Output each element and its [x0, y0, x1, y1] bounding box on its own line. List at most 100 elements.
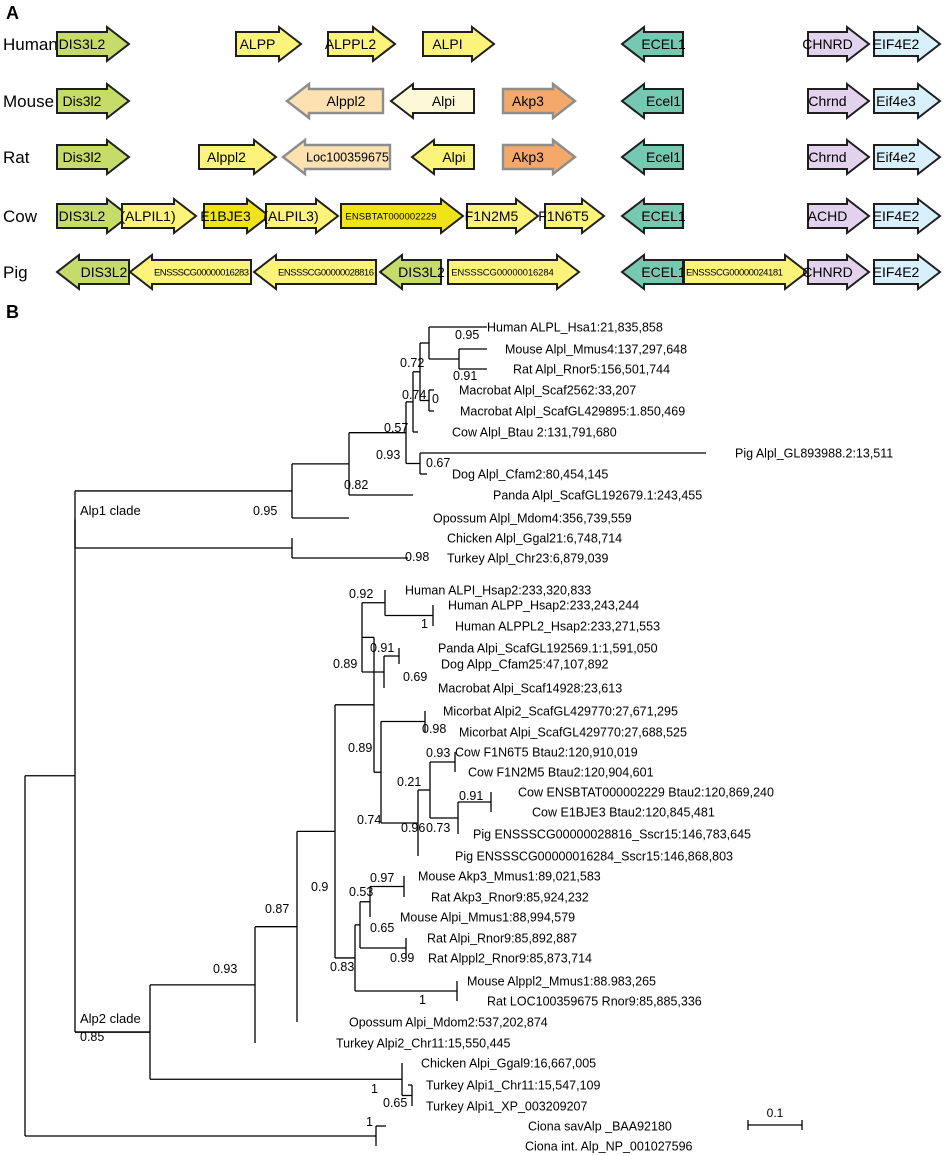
gene-label: ENSBTAT000002229	[345, 211, 436, 222]
support-value: 0.85	[80, 1030, 104, 1044]
gene-arrow	[121, 196, 198, 236]
leaf-label: Turkey Alpi1_XP_003209207	[426, 1100, 588, 1114]
support-value: 0.65	[383, 1096, 407, 1110]
gene-arrow	[389, 81, 475, 121]
gene-arrow	[501, 81, 577, 121]
leaf-label: Macrobat Alpl_ScafGL429895:1.850,469	[460, 405, 685, 419]
gene-arrow	[327, 24, 397, 64]
leaf-label: Cow F1N2M5 Btau2:120,904,601	[468, 766, 654, 780]
leaf-label: Micorbat Alpi_ScafGL429770:27,688,525	[459, 726, 687, 740]
species-label: Cow	[3, 207, 38, 226]
leaf-label: Pig Alpl_GL893988.2:13,511	[735, 447, 893, 461]
gene-arrow	[807, 81, 871, 121]
support-value: 1	[371, 1082, 378, 1096]
support-value: 0.95	[455, 328, 479, 342]
gene-label: ECEL1	[641, 36, 686, 52]
gene-label: Akp3	[512, 149, 544, 165]
gene-arrow	[807, 24, 871, 64]
species-label: Rat	[3, 148, 30, 167]
gene-label: Akp3	[512, 93, 544, 109]
leaf-label: Rat Alpl_Rnor5:156,501,744	[513, 363, 670, 377]
support-value: 0.21	[397, 775, 421, 789]
leaf-label: Turkey Alpl_Chr23:6,879,039	[447, 552, 608, 566]
gene-label: F1N2M5	[465, 208, 519, 224]
leaf-label: Mouse Alppl2_Mmus1:88.983,265	[467, 975, 656, 989]
leaf-label: Mouse Alpi_Mmus1:88,994,579	[400, 911, 575, 925]
support-value: 0.92	[349, 587, 373, 601]
gene-label: Alpi	[432, 93, 455, 109]
leaf-label: Mouse Akp3_Mmus1:89,021,583	[418, 870, 601, 884]
support-value: 0	[432, 392, 439, 406]
gene-label: ALPPL2	[325, 36, 377, 52]
support-value: 0.74	[402, 388, 426, 402]
gene-label: Dis3l2	[63, 93, 102, 109]
gene-arrow	[873, 81, 942, 121]
gene-arrow	[340, 196, 465, 236]
gene-label: ENSSSCG00000016284	[451, 267, 554, 278]
leaf-label: Opossum Alpi_Mdom2:537,202,874	[349, 1016, 548, 1030]
leaf-label: Ciona int. Alp_NP_001027596	[525, 1140, 693, 1154]
leaf-label: Chicken Alpl_Ggal21:6,748,714	[447, 532, 622, 546]
gene-arrow	[378, 252, 442, 292]
support-value: 0.53	[349, 885, 373, 899]
support-value: 0.93	[376, 448, 400, 462]
gene-arrow	[422, 24, 496, 64]
support-value: 0.72	[400, 356, 424, 370]
support-value: 0.98	[422, 722, 446, 736]
gene-label: EIF4E2	[873, 264, 920, 280]
leaf-label: Micorbat Alpi2_ScafGL429770:27,671,295	[443, 705, 678, 719]
gene-label: Eif4e3	[876, 93, 916, 109]
support-value: 0.98	[405, 550, 429, 564]
gene-arrow	[873, 252, 942, 292]
gene-label: DIS3L2	[398, 264, 445, 280]
support-value: 1	[366, 1115, 373, 1129]
gene-arrow	[620, 196, 684, 236]
support-value: 0.97	[370, 871, 394, 885]
gene-arrow	[55, 252, 130, 292]
leaf-label: Dog Alpl_Cfam2:80,454,145	[452, 468, 608, 482]
gene-arrow	[807, 252, 871, 292]
leaf-label: Human ALPP_Hsap2:233,243,244	[448, 599, 639, 613]
support-value: 0.82	[344, 478, 368, 492]
leaf-label: Cow E1BJE3 Btau2:120,845,481	[532, 806, 715, 820]
gene-label: Alpi	[442, 149, 465, 165]
support-value: 0.89	[333, 657, 357, 671]
leaf-label: Panda Alpl_ScafGL192679.1:243,455	[493, 489, 702, 503]
gene-label: DIS3L2	[59, 36, 106, 52]
gene-arrow	[447, 252, 581, 292]
leaf-label: Dog Alpp_Cfam25:47,107,892	[441, 658, 609, 672]
gene-arrow	[807, 137, 871, 177]
gene-arrow	[620, 252, 684, 292]
support-value: 0.91	[370, 641, 394, 655]
gene-label: Chrnd	[808, 149, 846, 165]
gene-arrow	[56, 196, 131, 236]
leaf-label: Ciona savAlp _BAA92180	[528, 1120, 672, 1134]
leaf-label: Turkey Alpi1_Chr11:15,547,109	[426, 1079, 600, 1093]
scale-bar-label: 0.1	[767, 1106, 784, 1120]
gene-label: Ecel1	[646, 149, 681, 165]
alp1-clade-label: Alp1 clade	[80, 503, 141, 518]
gene-arrow	[807, 196, 871, 236]
gene-label: CHNRD	[802, 36, 853, 52]
alp2-clade-label: Alp2 clade	[80, 1011, 141, 1026]
gene-arrow	[235, 24, 303, 64]
gene-arrow	[620, 24, 684, 64]
gene-label: F1N6T5	[538, 208, 589, 224]
gene-arrow	[265, 196, 340, 236]
leaf-label: Human ALPI_Hsap2:233,320,833	[405, 584, 591, 598]
gene-arrow	[620, 137, 684, 177]
tree-branches	[24, 326, 706, 1146]
gene-label: ALPP	[240, 36, 276, 52]
support-value: 0.96	[401, 821, 425, 835]
leaf-label: Cow F1N6T5 Btau2:120,910,019	[455, 746, 638, 760]
gene-label: Ecel1	[646, 93, 681, 109]
gene-arrow	[544, 196, 606, 236]
support-value: 0.65	[370, 921, 394, 935]
species-label: Human	[3, 35, 58, 54]
gene-arrow	[873, 24, 942, 64]
gene-arrow	[128, 252, 252, 292]
